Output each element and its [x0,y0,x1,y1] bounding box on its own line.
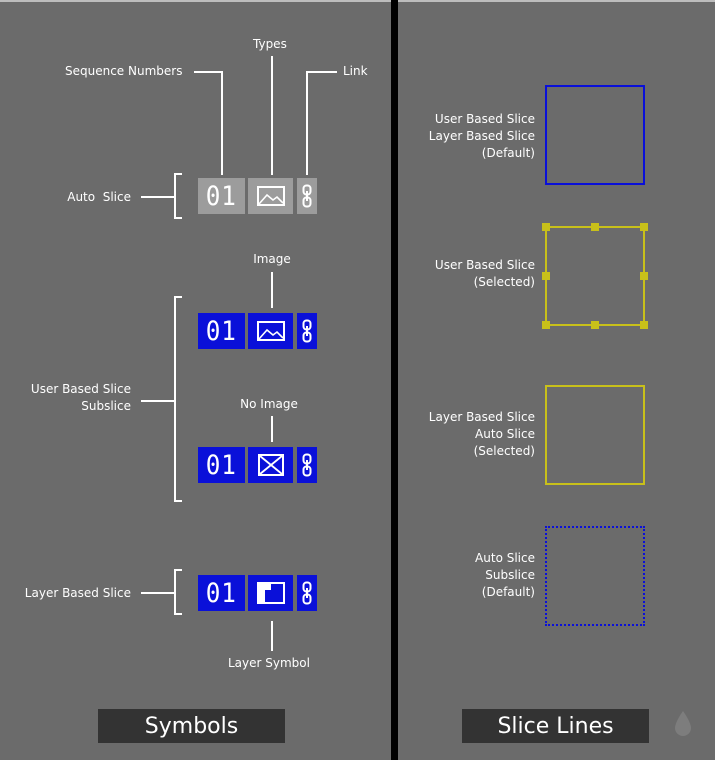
leader-line [221,71,223,175]
bracket [174,500,182,502]
bracket [174,569,182,571]
symbol-row-user-slice-no-image: 01 [198,447,318,483]
bracket [174,569,176,615]
image-icon [248,178,293,214]
sequence-number-badge: 01 [198,447,245,483]
layer-symbol-icon [248,575,293,611]
resize-handle [591,223,599,231]
slice-line-label: User Based Slice Layer Based Slice (Defa… [428,112,535,160]
bracket [174,296,176,502]
slice-line-sample [545,385,645,485]
sequence-numbers-label: Sequence Numbers [65,64,183,78]
leader-line [306,71,308,175]
bracket [174,173,182,175]
slice-line-label: Auto Slice Subslice (Default) [475,551,535,599]
bracket [174,217,182,219]
leader-line [271,272,273,308]
symbol-row-user-slice-image: 01 [198,313,318,349]
slice-line-label: User Based Slice (Selected) [434,258,535,289]
leader-line [271,56,273,175]
row-label: Layer Based Slice [24,586,131,600]
link-icon [297,447,317,483]
slice-line-label: Layer Based Slice Auto Slice (Selected) [428,410,535,458]
sequence-number-badge: 01 [198,575,245,611]
types-label: Types [253,37,287,51]
bracket-tick [141,592,175,594]
row-label: Auto Slice [67,190,131,204]
row-label: User Based Slice Subslice [30,382,131,413]
leader-line [271,416,273,442]
panel-top-border [0,0,391,2]
resize-handle [542,272,550,280]
no-image-icon [248,447,293,483]
bracket-tick [141,196,175,198]
symbol-row-auto-slice: 01 [198,178,318,214]
slice-lines-panel: User Based Slice Layer Based Slice (Defa… [398,0,715,760]
link-icon [297,178,317,214]
symbols-panel: Sequence Numbers Types Link Auto Slice 0… [0,0,391,760]
resize-handle [640,223,648,231]
panel-top-border [398,0,715,2]
image-icon [248,313,293,349]
no-image-annotation: No Image [240,397,298,411]
resize-handle [640,321,648,329]
link-label: Link [343,64,368,78]
bracket [174,296,182,298]
symbol-row-layer-slice: 01 [198,575,318,611]
leader-line [271,621,273,651]
slice-line-sample-selected [542,223,648,329]
resize-handle [640,272,648,280]
slice-line-sample [545,85,645,185]
resize-handle [591,321,599,329]
bracket [174,613,182,615]
symbols-title: Symbols [98,709,285,743]
sequence-number-badge: 01 [198,313,245,349]
image-annotation: Image [253,252,291,266]
bracket-tick [141,400,175,402]
bracket [174,173,176,219]
link-icon [297,313,317,349]
layer-symbol-annotation: Layer Symbol [228,656,310,670]
resize-handle [542,321,550,329]
slice-line-sample-dotted [545,526,645,626]
slice-lines-title: Slice Lines [462,709,649,743]
leader-line [194,71,223,73]
resize-handle [542,223,550,231]
drop-icon [675,711,691,736]
leader-line [306,71,337,73]
link-icon [297,575,317,611]
sequence-number-badge: 01 [198,178,245,214]
